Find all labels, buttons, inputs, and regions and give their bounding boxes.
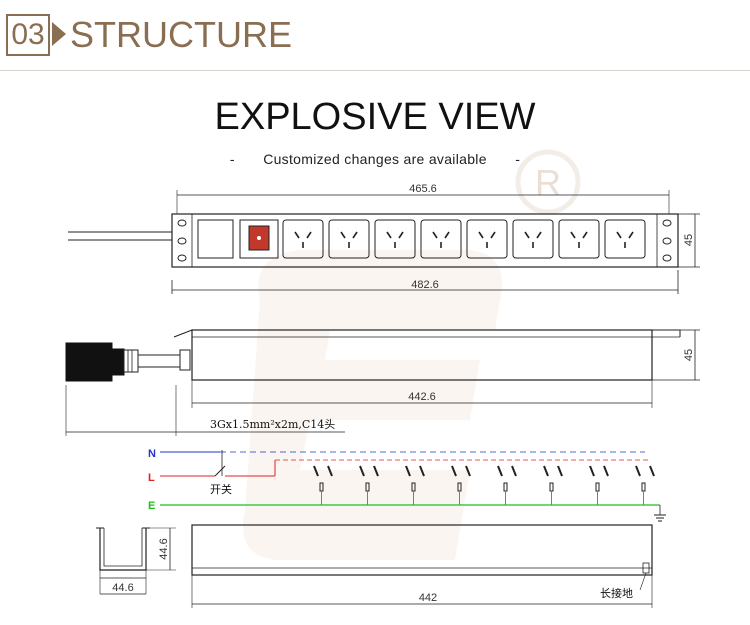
wire-n-label: N (148, 448, 156, 460)
wiring-socket (635, 465, 655, 505)
wiring-socket (313, 465, 333, 505)
bottom-view (191, 524, 653, 608)
outlet-socket (466, 219, 508, 259)
arrow-right-icon (52, 22, 66, 46)
dim-profile-height: 44.6 (158, 538, 170, 559)
front-view (68, 190, 679, 268)
dim-side-height: 45 (683, 349, 695, 361)
cable-spec-label: 3Gx1.5mm²x2m,C14头 (210, 418, 335, 431)
header-divider (0, 70, 750, 71)
dim-outer-width: 482.6 (411, 279, 439, 291)
switch-label: 开关 (210, 482, 232, 496)
wiring-socket (451, 465, 471, 505)
watermark-logo (243, 149, 581, 560)
subtitle-dash-left: - (229, 151, 235, 167)
section-number: 03 (6, 14, 50, 56)
dim-side-length: 442.6 (408, 391, 436, 403)
outlet-row (282, 219, 646, 259)
subtitle-dash-right: - (515, 151, 521, 167)
outlet-socket (512, 219, 554, 259)
wire-e-label: E (148, 500, 155, 512)
wiring-socket (497, 465, 517, 505)
wiring-diagram: N L E 开关 (148, 448, 666, 522)
ground-strip-label: 长接地 (600, 587, 633, 600)
section-title: STRUCTURE (70, 14, 292, 55)
section-header: 03 STRUCTURE (0, 0, 750, 71)
drawing-subtitle: - Customized changes are available - (0, 151, 750, 167)
wire-l-label: L (148, 472, 155, 484)
outlet-socket (374, 219, 416, 259)
outlet-socket (420, 219, 462, 259)
side-view (65, 329, 700, 436)
dim-inner-width: 465.6 (409, 183, 437, 195)
dim-profile-width: 44.6 (112, 582, 133, 594)
drawing-title: EXPLOSIVE VIEW (214, 96, 536, 138)
wiring-socket (543, 465, 563, 505)
wiring-socket (359, 465, 379, 505)
subtitle-text: Customized changes are available (263, 151, 487, 167)
outlet-socket (282, 219, 324, 259)
dim-bottom-length: 442 (419, 592, 437, 604)
wiring-socket (589, 465, 609, 505)
outlet-socket (604, 219, 646, 259)
wiring-outlets (313, 465, 655, 505)
outlet-socket (328, 219, 370, 259)
profile-view (96, 527, 176, 595)
registered-mark: R (535, 162, 561, 203)
front-height-dim (171, 213, 700, 294)
outlet-socket (558, 219, 600, 259)
dim-front-height: 45 (683, 234, 695, 246)
wiring-socket (405, 465, 425, 505)
